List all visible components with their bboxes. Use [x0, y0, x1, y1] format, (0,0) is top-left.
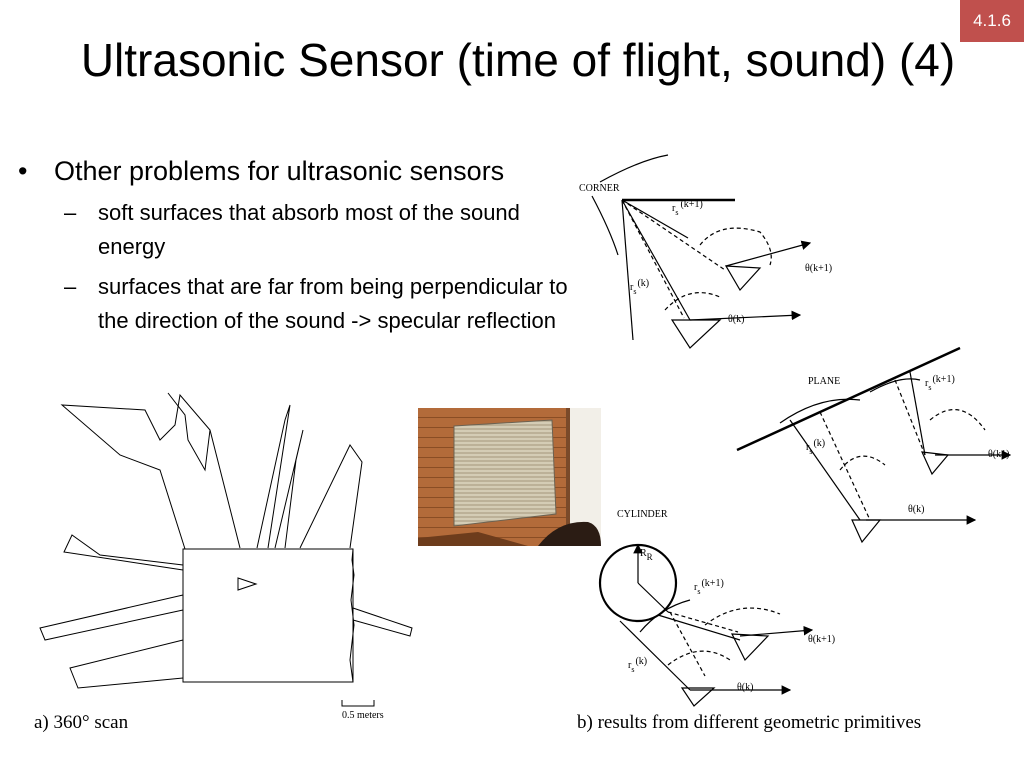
corner-diagram	[591, 154, 812, 349]
corner-theta-k: θ(k)	[728, 314, 744, 325]
bullet-dash: –	[64, 200, 77, 225]
bullet-sub-2-text: surfaces that are far from being perpend…	[98, 274, 568, 333]
cylinder-r-k1: rs(k+1)	[694, 578, 724, 596]
scan-map	[39, 392, 413, 707]
slide-title: Ultrasonic Sensor (time of flight, sound…	[80, 34, 956, 86]
scan-ray-up-right-2	[274, 429, 304, 549]
scan-ray-left-2	[39, 594, 184, 641]
scan-wall-right	[349, 548, 355, 683]
cylinder-r-k: rs(k)	[628, 656, 647, 674]
cylinder-theta-k: θ(k)	[737, 682, 753, 693]
plane-label: PLANE	[808, 376, 840, 387]
scan-ray-right	[352, 607, 413, 637]
corner-r-k1: rs(k+1)	[672, 199, 703, 217]
bullet-dash: –	[64, 274, 77, 299]
plane-theta-k1: θ(k1)	[988, 449, 1009, 460]
scale-bar	[341, 700, 375, 707]
bullet-sub-1: – soft surfaces that absorb most of the …	[16, 196, 586, 264]
caption-scan: a) 360° scan	[34, 712, 129, 733]
plane-r-k: rs(k)	[806, 438, 825, 456]
cylinder-label: CYLINDER	[617, 509, 668, 520]
caption-primitives: b) results from different geometric prim…	[577, 712, 922, 733]
scan-ray-left-3	[69, 639, 184, 689]
cylinder-diagram	[598, 543, 814, 707]
bullet-main: • Other problems for ultrasonic sensors	[16, 152, 586, 190]
scan-room-outline	[182, 548, 354, 683]
foam-panel-photo	[418, 408, 601, 546]
corner-r-k: rs(k)	[630, 278, 649, 296]
scan-ray-upper-left	[60, 393, 241, 550]
scale-label: 0.5 meters	[342, 710, 384, 721]
corner-theta-k1: θ(k+1)	[805, 263, 832, 274]
plane-diagram	[736, 346, 1012, 544]
cylinder-radius-label: RR	[640, 548, 653, 562]
bullet-list: • Other problems for ultrasonic sensors …	[16, 152, 586, 338]
plane-theta-k: θ(k)	[908, 504, 924, 515]
bullet-sub-1-text: soft surfaces that absorb most of the so…	[98, 200, 520, 259]
scan-ray-up	[167, 392, 211, 472]
slide-number-badge: 4.1.6	[960, 0, 1024, 42]
robot-marker-icon	[237, 577, 258, 591]
corner-label: CORNER	[579, 183, 620, 194]
bullet-sub-2: – surfaces that are far from being perpe…	[16, 270, 586, 338]
cylinder-theta-k1: θ(k+1)	[808, 634, 835, 645]
plane-r-k1: rs(k+1)	[925, 374, 955, 392]
scan-ray-left-1	[63, 534, 184, 571]
bullet-dot: •	[18, 156, 28, 186]
bullet-main-text: Other problems for ultrasonic sensors	[54, 156, 505, 186]
scan-ray-up-right-3	[299, 444, 363, 549]
scan-ray-up-right-1	[256, 404, 291, 549]
